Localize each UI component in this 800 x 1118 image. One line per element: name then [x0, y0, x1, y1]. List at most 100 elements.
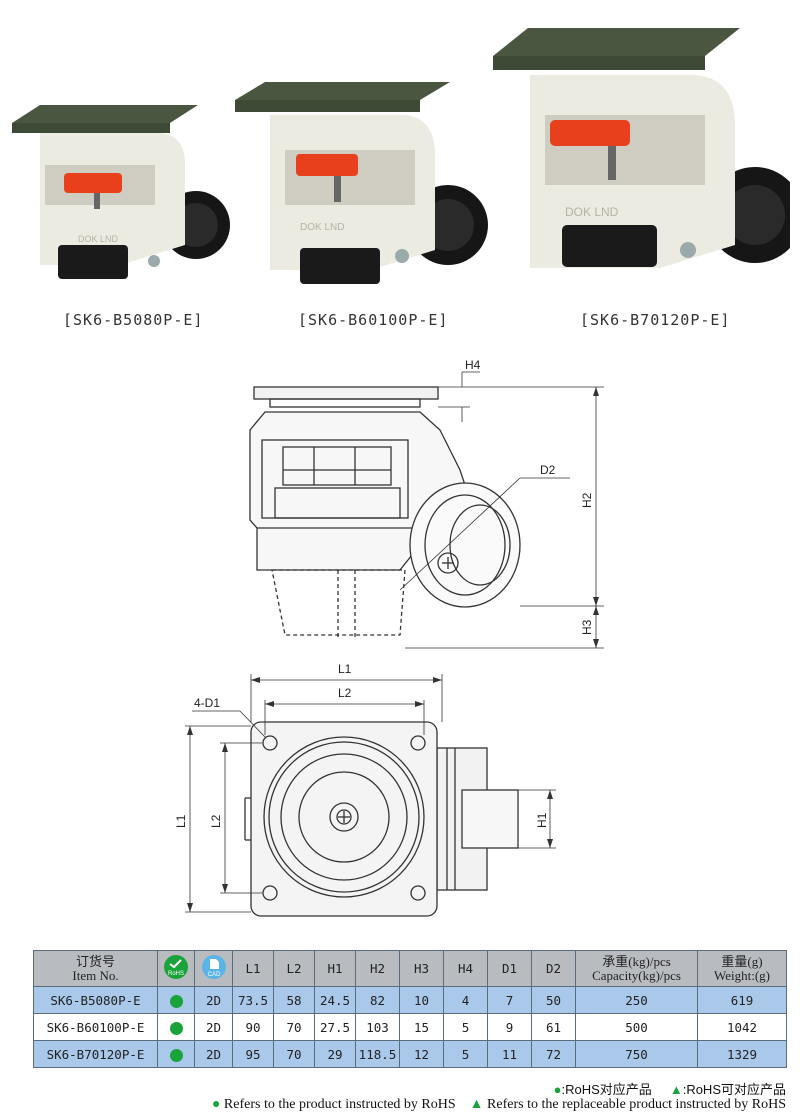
product-photo-3: DOK LND	[493, 28, 790, 268]
legend-en-rohs: Refers to the product instructed by RoHS	[223, 1097, 456, 1112]
cell-l1: 90	[232, 1013, 274, 1041]
header-d1: D1	[487, 950, 532, 987]
cell-h2: 103	[355, 1013, 400, 1041]
header-item: 订货号 Item No.	[33, 950, 158, 987]
product-photo-2: DOK LND	[235, 82, 488, 284]
header-item-en: Item No.	[72, 967, 119, 983]
cell-item: SK6-B70120P-E	[33, 1040, 158, 1068]
cell-h3: 12	[399, 1040, 444, 1068]
cell-weight: 1042	[697, 1013, 787, 1041]
cell-l1: 73.5	[232, 986, 274, 1014]
cell-h4: 5	[443, 1040, 488, 1068]
rohs-icon: RoHS	[164, 955, 188, 979]
legend-triangle-icon-en: ▲	[469, 1097, 484, 1112]
header-h4: H4	[443, 950, 488, 987]
cell-l1: 95	[232, 1040, 274, 1068]
header-capacity-en: Capacity(kg)/pcs	[592, 967, 681, 983]
cell-h1: 24.5	[314, 986, 356, 1014]
cell-h4: 5	[443, 1013, 488, 1041]
product-caption-3: [SK6-B70120P-E]	[580, 311, 731, 329]
svg-text:CAD: CAD	[207, 972, 220, 978]
product-caption-2: [SK6-B60100P-E]	[298, 311, 449, 329]
dim-label-l2-top: L2	[338, 686, 352, 700]
cell-capacity: 500	[575, 1013, 698, 1041]
table-row: SK6-B5080P-E 2D 73.5 58 24.5 82 10 4 7 5…	[33, 986, 787, 1014]
cell-weight: 619	[697, 986, 787, 1014]
legend-circle-icon-en: ●	[211, 1097, 221, 1112]
rohs-dot-icon	[169, 1021, 183, 1035]
cad-icon: CAD	[201, 955, 226, 979]
cell-rohs	[157, 1040, 195, 1068]
cell-h2: 82	[355, 986, 400, 1014]
legend-en: ● Refers to the product instructed by Ro…	[212, 1097, 786, 1113]
cell-l2: 70	[273, 1013, 315, 1041]
table-row: SK6-B60100P-E 2D 90 70 27.5 103 15 5 9 6…	[33, 1013, 787, 1041]
cell-h1: 27.5	[314, 1013, 356, 1041]
header-h1: H1	[314, 950, 356, 987]
dim-label-h1: H1	[535, 812, 549, 828]
legend-cn: ●:RoHS对应产品 ▲:RoHS可对应产品	[554, 1079, 786, 1098]
cell-d1: 11	[487, 1040, 532, 1068]
legend-circle-icon: ●	[553, 1082, 562, 1097]
header-capacity-cn: 承重(kg)/pcs	[602, 953, 671, 969]
header-cad: CAD	[194, 950, 233, 987]
rohs-dot-icon	[169, 994, 183, 1008]
header-l1: L1	[232, 950, 274, 987]
cell-l2: 70	[273, 1040, 315, 1068]
spec-table: 订货号 Item No. RoHS CAD L1 L2 H1 H2	[33, 950, 787, 1068]
side-view-drawing: H4 D2 H2 H3	[249, 358, 604, 649]
header-weight: 重量(g) Weight:(g)	[697, 950, 787, 987]
cell-capacity: 250	[575, 986, 698, 1014]
cell-h3: 15	[399, 1013, 444, 1041]
header-weight-en: Weight:(g)	[714, 967, 770, 983]
cell-h3: 10	[399, 986, 444, 1014]
cell-d1: 9	[487, 1013, 532, 1041]
header-item-cn: 订货号	[75, 953, 115, 969]
cell-item: SK6-B5080P-E	[33, 986, 158, 1014]
cell-cad[interactable]: 2D	[194, 986, 233, 1014]
cell-d2: 61	[531, 1013, 576, 1041]
header-l2: L2	[273, 950, 315, 987]
cell-item: SK6-B60100P-E	[33, 1013, 158, 1041]
top-view-drawing: L1 L2 4-D1 L1 L2 H1	[174, 662, 556, 917]
brand-mark-3: DOK LND	[565, 205, 619, 219]
cell-h2: 118.5	[355, 1040, 400, 1068]
legend-cn-replaceable: :RoHS可对应产品	[682, 1082, 786, 1097]
cell-h1: 29	[314, 1040, 356, 1068]
cell-weight: 1329	[697, 1040, 787, 1068]
brand-mark-1: DOK LND	[78, 234, 119, 244]
cell-d2: 72	[531, 1040, 576, 1068]
svg-text:RoHS: RoHS	[168, 971, 184, 977]
header-h2: H2	[355, 950, 400, 987]
header-h3: H3	[399, 950, 444, 987]
cell-rohs	[157, 1013, 195, 1041]
table-header-row: 订货号 Item No. RoHS CAD L1 L2 H1 H2	[33, 950, 787, 987]
product-photo-1: DOK LND	[12, 105, 230, 279]
rohs-dot-icon	[169, 1048, 183, 1062]
header-rohs: RoHS	[157, 950, 195, 987]
cell-h4: 4	[443, 986, 488, 1014]
header-d2: D2	[531, 950, 576, 987]
dim-label-h3: H3	[580, 619, 594, 635]
dim-label-h2: H2	[580, 492, 594, 508]
brand-mark-2: DOK LND	[300, 222, 344, 233]
cell-d1: 7	[487, 986, 532, 1014]
dim-label-l2-side: L2	[209, 814, 223, 828]
dim-label-h4: H4	[465, 358, 481, 372]
legend-en-replaceable: Refers to the replaceable product instru…	[487, 1097, 786, 1112]
cell-rohs	[157, 986, 195, 1014]
header-weight-cn: 重量(g)	[721, 953, 763, 969]
dim-label-l1-top: L1	[338, 662, 352, 676]
cell-cad[interactable]: 2D	[194, 1040, 233, 1068]
table-row: SK6-B70120P-E 2D 95 70 29 118.5 12 5 11 …	[33, 1040, 787, 1068]
dim-label-d1: 4-D1	[194, 696, 220, 710]
header-capacity: 承重(kg)/pcs Capacity(kg)/pcs	[575, 950, 698, 987]
dim-label-d2: D2	[540, 463, 556, 477]
cell-d2: 50	[531, 986, 576, 1014]
dim-label-l1-side: L1	[174, 814, 188, 828]
legend-cn-rohs: :RoHS对应产品	[561, 1082, 652, 1097]
cell-cad[interactable]: 2D	[194, 1013, 233, 1041]
product-caption-1: [SK6-B5080P-E]	[63, 311, 204, 329]
legend-triangle-icon: ▲	[669, 1082, 683, 1097]
cell-capacity: 750	[575, 1040, 698, 1068]
